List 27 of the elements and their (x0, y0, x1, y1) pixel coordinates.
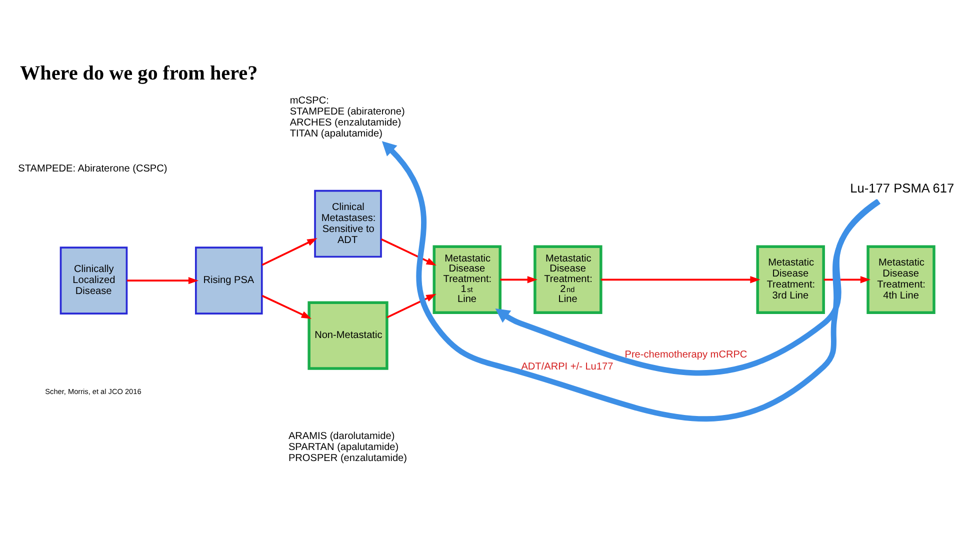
label: STAMPEDE: Abiraterone (CSPC) (18, 163, 168, 174)
arrow (495, 199, 881, 376)
arrow (386, 294, 436, 318)
arrow (126, 277, 199, 284)
node-box: Metastatic Disease Treatment: 2nd Line (534, 245, 602, 314)
arrow (600, 276, 760, 284)
node-label: SPARTAN (apalutamide) (288, 442, 399, 453)
diagram-title: Where do we go from here? (20, 62, 258, 85)
node-text: Lu-177 PSMA 617 (850, 180, 954, 196)
node-box: Non-Metastatic (308, 301, 388, 370)
edge-label: Pre-chemotherapy mCRPC (624, 349, 748, 360)
node-box: Clinically Localized Disease (60, 246, 128, 314)
arrow (500, 276, 538, 284)
arrow (262, 294, 312, 319)
node-box: Metastatic Disease Treatment: 4th Line (866, 245, 936, 314)
label: Scher, Morris, et al JCO 2016 (45, 387, 142, 396)
node-box: Rising PSA (194, 246, 263, 314)
node-box: Clinical Metastases: Sensitive to ADT (314, 190, 382, 258)
arrow (382, 141, 880, 422)
node-text: mCSPC: STAMPEDE (abiraterone) ARCHES (enzalutamide) TITAN (apalutamide) (290, 96, 405, 140)
arrow (380, 238, 436, 266)
node-box: Metastatic Disease Treatment: 3rd Line (756, 245, 825, 314)
node-label: PROSPER (enzalutamide) (288, 452, 408, 464)
node-box: Metastatic Disease Treatment: 1st Line (432, 245, 502, 314)
arrow (262, 238, 318, 266)
edge-label: ADT/ARPI +/- Lu177 (521, 361, 614, 372)
node-label: ARAMIS (darolutamide) (288, 430, 395, 442)
